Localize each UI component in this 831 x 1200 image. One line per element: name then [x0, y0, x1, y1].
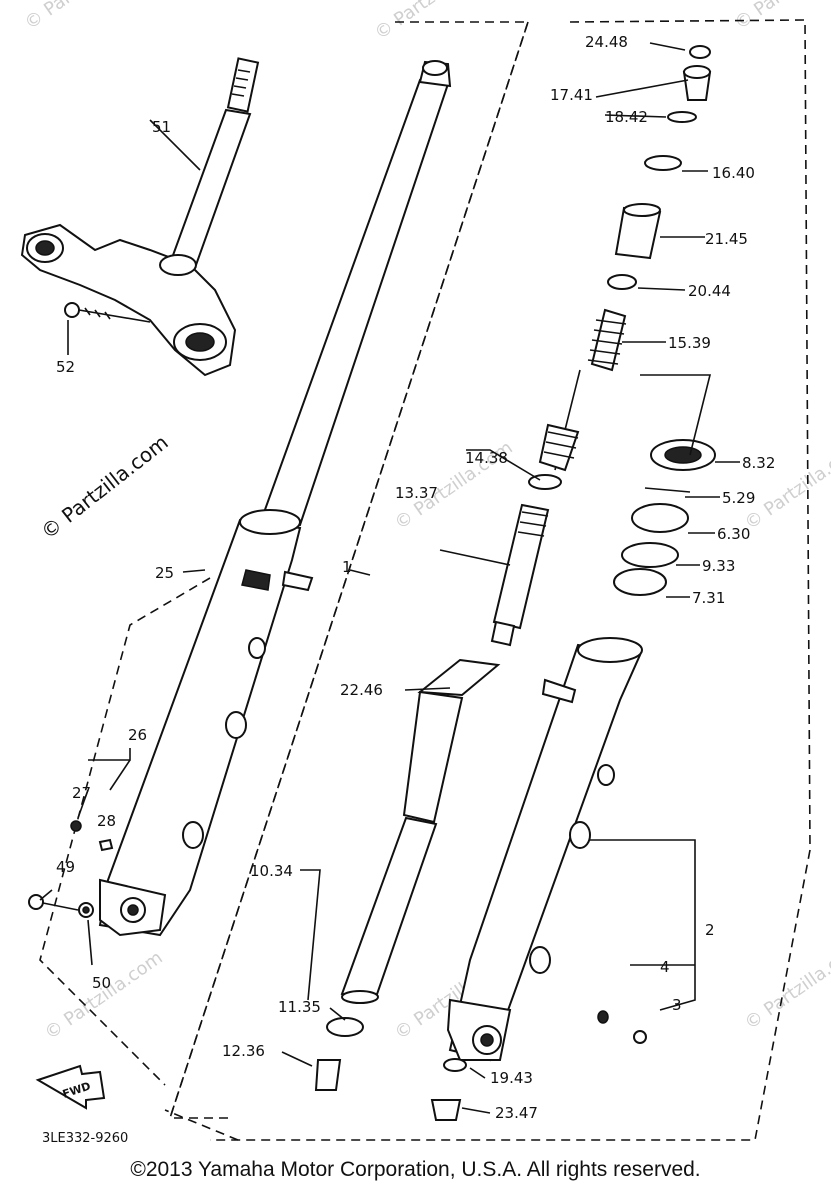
label-14-38: 14.38 [465, 449, 508, 467]
partzilla-watermark: © Partzilla.com [36, 430, 172, 544]
damper-rod-assembly [490, 308, 627, 647]
copyright-notice: ©2013 Yamaha Motor Corporation, U.S.A. A… [130, 1158, 701, 1181]
label-26: 26 [128, 726, 147, 744]
label-10-34: 10.34 [250, 862, 293, 880]
fwd-arrow: FWD [35, 1064, 106, 1110]
left-fork-tube [98, 60, 452, 937]
label-2: 2 [705, 921, 715, 939]
watermark-text: © Partzilla.com [741, 437, 831, 534]
watermark-text: © Partzilla.com [741, 937, 831, 1034]
label-21-45: 21.45 [705, 230, 748, 248]
label-25: 25 [155, 564, 174, 582]
watermark-text: © Partzilla.com [21, 0, 147, 34]
label-49: 49 [56, 858, 75, 876]
label-16-40: 16.40 [712, 164, 755, 182]
diagram-code: 3LE332-9260 [42, 1131, 128, 1146]
label-15-39: 15.39 [668, 334, 711, 352]
part-labels: 24.48 17.41 18.42 16.40 21.45 20.44 15.3… [42, 33, 775, 1146]
label-13-37: 13.37 [395, 484, 438, 502]
label-51: 51 [152, 118, 171, 136]
label-8-32: 8.32 [742, 454, 775, 472]
right-fork-boundary [210, 19, 811, 1141]
seal-stack [613, 439, 716, 596]
bolt-52 [64, 302, 151, 323]
label-5-29: 5.29 [722, 489, 755, 507]
label-1: 1 [342, 558, 352, 576]
fork-cap-parts [607, 45, 712, 290]
leader-lines [39, 42, 740, 1114]
inner-tube-parts [314, 658, 501, 1121]
bolt-3-4 [597, 1010, 647, 1044]
fork-exploded-diagram: © Partzilla.com © Partzilla.com © Partzi… [20, 0, 831, 1146]
label-17-41: 17.41 [550, 86, 593, 104]
label-7-31: 7.31 [692, 589, 725, 607]
label-3: 3 [672, 996, 682, 1014]
watermark-text: © Partzilla.com [731, 0, 831, 34]
label-20-44: 20.44 [688, 282, 731, 300]
center-divider [169, 21, 529, 1119]
label-6-30: 6.30 [717, 525, 750, 543]
label-27: 27 [72, 784, 91, 802]
label-9-33: 9.33 [702, 557, 735, 575]
outer-tube [446, 637, 643, 1062]
label-4: 4 [660, 958, 670, 976]
label-23-47: 23.47 [495, 1104, 538, 1122]
left-small-hardware [28, 820, 114, 918]
label-12-36: 12.36 [222, 1042, 265, 1060]
left-assembly-boundary [39, 577, 211, 1086]
label-22-46: 22.46 [340, 681, 383, 699]
label-19-43: 19.43 [490, 1069, 533, 1087]
label-50: 50 [92, 974, 111, 992]
watermark-text: © Partzilla.com [41, 947, 167, 1044]
steering-stem [20, 57, 260, 377]
label-28: 28 [97, 812, 116, 830]
label-52: 52 [56, 358, 75, 376]
label-18-42: 18.42 [605, 108, 648, 126]
label-11-35: 11.35 [278, 998, 321, 1016]
label-24-48: 24.48 [585, 33, 628, 51]
